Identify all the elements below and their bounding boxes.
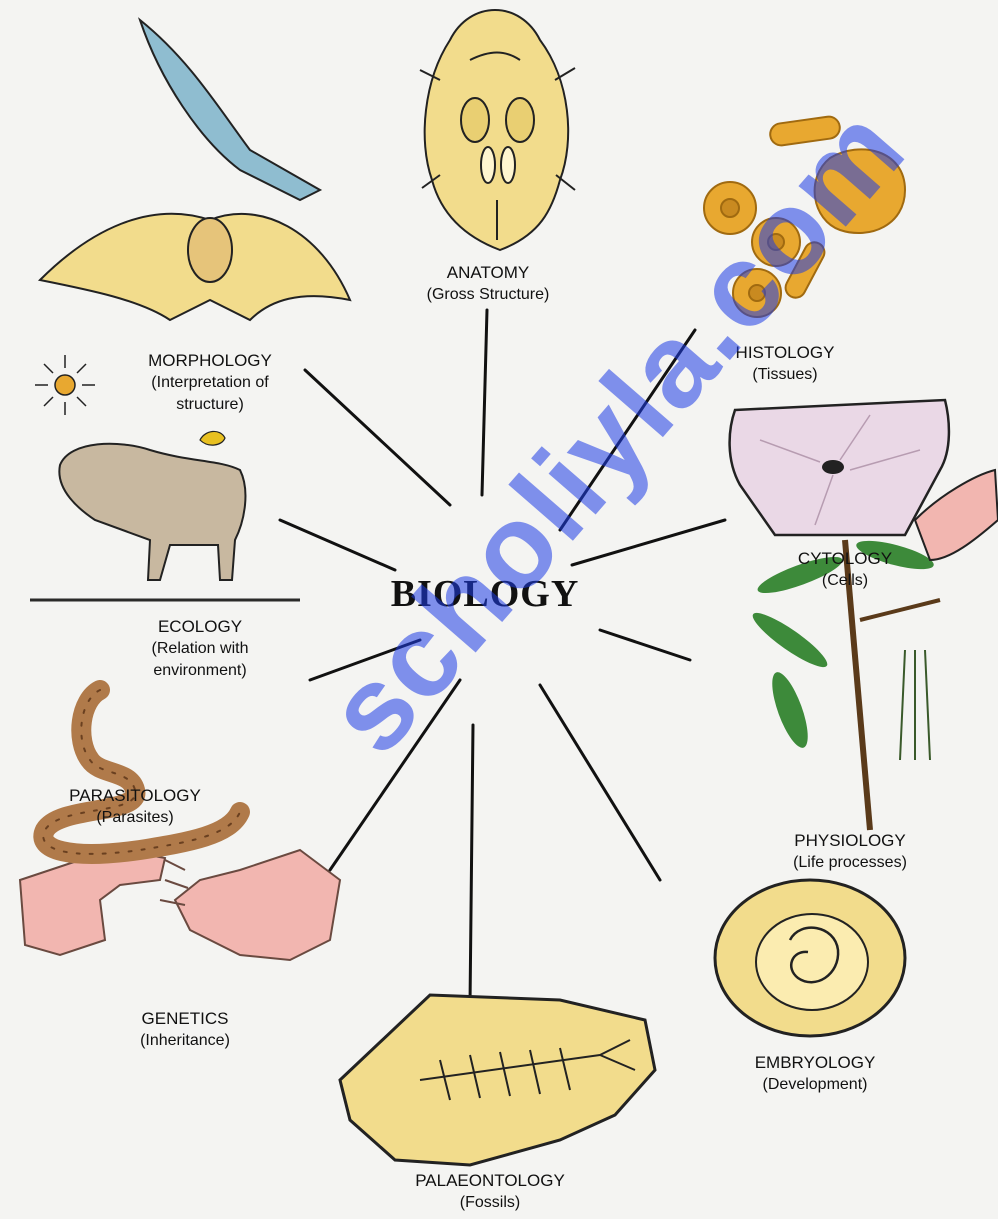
connector-palaeontology [470,725,473,1005]
ecology-desc-line2: environment) [125,660,275,682]
label-physiology: PHYSIOLOGY (Life processes) [770,830,930,874]
embryology-illustration [715,880,905,1036]
morphology-illustration [40,20,350,320]
ecology-name: ECOLOGY [158,617,242,636]
anatomy-name: ANATOMY [447,263,530,282]
morphology-name: MORPHOLOGY [148,351,272,370]
parasitology-illustration [43,690,240,854]
palaeontology-name: PALAEONTOLOGY [415,1171,565,1190]
parasitology-name: PARASITOLOGY [69,786,201,805]
label-anatomy: ANATOMY (Gross Structure) [418,262,558,306]
label-palaeontology: PALAEONTOLOGY (Fossils) [400,1170,580,1214]
genetics-name: GENETICS [142,1009,229,1028]
morphology-desc-line2: structure) [125,394,295,416]
label-parasitology: PARASITOLOGY (Parasites) [60,785,210,829]
ecology-desc-line1: (Relation with [125,638,275,660]
genetics-illustration [20,850,340,960]
cytology-name: CYTOLOGY [798,549,892,568]
connector-anatomy [482,310,487,495]
label-cytology: CYTOLOGY (Cells) [780,548,910,592]
anatomy-desc: (Gross Structure) [418,284,558,306]
embryology-name: EMBRYOLOGY [755,1053,876,1072]
cytology-illustration [730,400,949,535]
embryology-desc: (Development) [740,1074,890,1096]
connector-embryology [540,685,660,880]
label-genetics: GENETICS (Inheritance) [115,1008,255,1052]
physiology-name: PHYSIOLOGY [794,831,905,850]
connector-ecology [280,520,395,570]
label-morphology: MORPHOLOGY (Interpretation of structure) [125,350,295,416]
anatomy-illustration [420,10,575,250]
morphology-desc-line1: (Interpretation of [125,372,295,394]
palaeontology-desc: (Fossils) [400,1192,580,1214]
parasitology-desc: (Parasites) [60,807,210,829]
physiology-desc: (Life processes) [770,852,930,874]
label-embryology: EMBRYOLOGY (Development) [740,1052,890,1096]
connector-physiology [600,630,690,660]
connector-morphology [305,370,450,505]
label-ecology: ECOLOGY (Relation with environment) [125,616,275,682]
palaeontology-illustration [340,995,655,1165]
genetics-desc: (Inheritance) [115,1030,255,1052]
cytology-desc: (Cells) [780,570,910,592]
